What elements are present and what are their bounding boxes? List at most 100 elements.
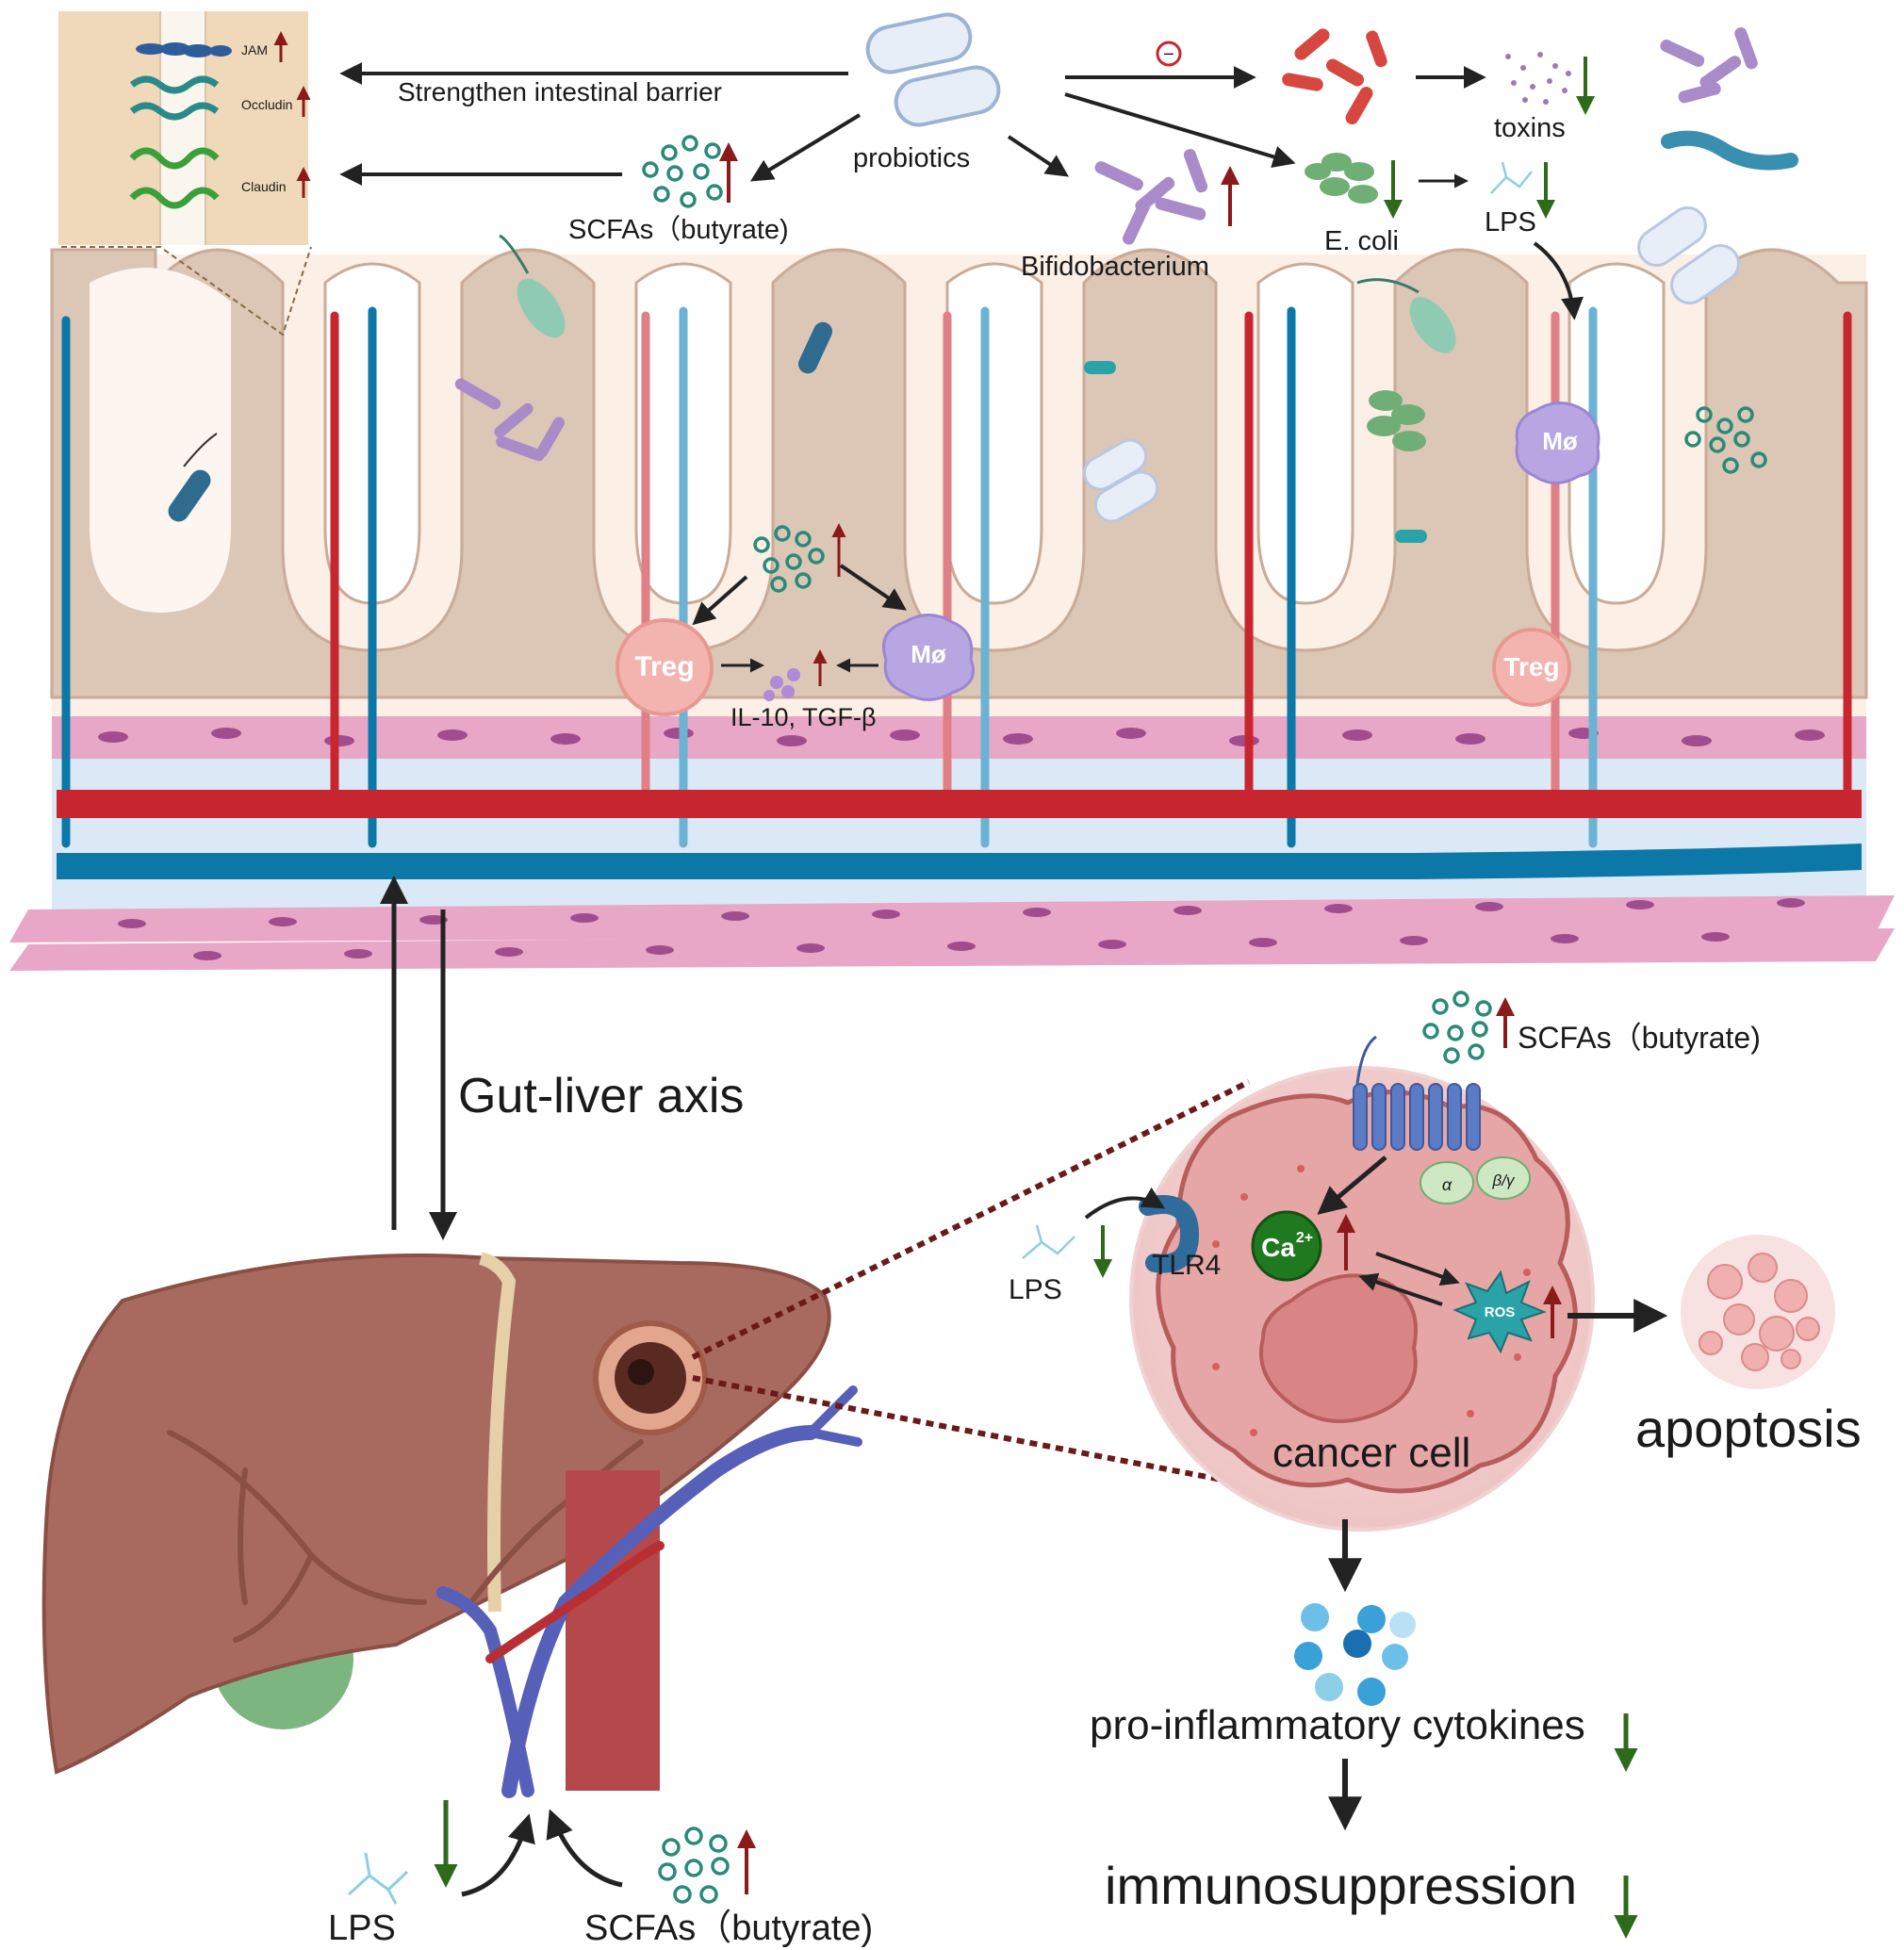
scfa-to-mo-arrow [839,564,907,611]
toxin-dots [1505,52,1571,105]
scfa-to-treg-arrow [692,575,748,626]
apoptosis-cell [1681,1235,1835,1389]
lps-cell-label: LPS [1009,1274,1062,1305]
scfa-dots-bottom [658,1827,730,1904]
lps-top-label: LPS [1485,207,1536,238]
macrophage-label-mid: Mø [911,640,946,668]
portal-vein [501,1425,818,1798]
lps-molecule-cell [1022,1224,1075,1259]
pathogen-bacteria [1282,28,1387,124]
hepatic-artery [485,1541,665,1663]
muscle-layer-upper [52,716,1866,759]
scfa-dots-lumen [1684,406,1767,474]
betagamma-label: β/γ [1492,1172,1516,1189]
ros-burst [1453,1270,1547,1354]
immunosuppression-label: immunosuppression [1105,1856,1577,1915]
scfa-dots-cell [1422,991,1492,1064]
probiotics-label: probiotics [853,143,970,173]
il10-cytokine-dots [763,668,800,701]
lps-to-mucosa-arrow [1533,241,1584,320]
zoom-line-upper [691,1079,1251,1360]
occludin-label: Occludin [241,97,292,112]
alpha-label: α [1442,1175,1453,1194]
toxins-label: toxins [1494,113,1566,143]
occludin-protein [129,75,220,94]
scfa-dots-crypt [753,525,825,593]
ros-label: ROS [1485,1304,1516,1320]
macrophage-right [1515,401,1600,484]
spirillum-decor [1661,130,1798,171]
calcium-to-ros-arrow [1375,1252,1460,1286]
probiotics-to-bifido-arrow [1007,135,1069,177]
treg-cell-right [1492,628,1571,707]
inset-zoom-lines [61,246,312,336]
strengthen-barrier-label: Strengthen intestinal barrier [398,77,722,107]
scfas-cell-label: SCFAs（butyrate) [1518,1021,1761,1055]
treg-label-right: Treg [1503,652,1559,681]
bifido-decor-right [1660,27,1758,104]
probiotics-section: probiotics Strengthen intestinal barrier… [339,12,1798,320]
calcium-superscript: 2+ [1296,1230,1313,1246]
calcium-label: Ca [1261,1233,1295,1262]
claudin-protein [129,147,220,170]
scfas-top-label: SCFAs（butyrate) [568,215,789,245]
g-protein-alpha [1420,1161,1474,1204]
bifido-label: Bifidobacterium [1021,252,1209,282]
gpcr-to-calcium-arrow [1317,1155,1387,1215]
falciform-ligament [478,1252,517,1613]
ros-to-calcium-arrow [1358,1272,1443,1306]
tlr4-receptor [1139,1195,1200,1273]
intestine-panel: Treg Treg Mø Mø IL-10, TGF-β [9,234,1895,971]
probiotics-to-scfa-arrow [749,113,862,182]
jam-protein [136,42,232,57]
scfas-bottom-label: SCFAs（butyrate) [584,1909,873,1948]
liver-body [41,1254,831,1775]
macrophage-label-right: Mø [1542,427,1578,455]
lps-molecule-bottom [347,1852,409,1905]
lps-bottom-label: LPS [328,1909,396,1948]
claudin-label: Claudin [241,179,286,194]
g-protein-betagamma [1476,1156,1531,1200]
scfa-to-portal-arrow [546,1809,623,1888]
apoptosis-label: apoptosis [1635,1399,1862,1458]
liver [41,1252,862,1798]
gut-liver-axis: Gut-liver axis [380,876,744,1240]
cytokine-cascade: pro-inflammatory cytokines immunosuppres… [1090,1519,1638,1939]
bifidobacterium-cluster [1094,149,1208,245]
cancer-cell-label: cancer cell [1272,1430,1470,1476]
jam-label: JAM [241,42,268,57]
probiotics-decor-right [1637,206,1740,304]
scfa-dots-top [642,135,723,208]
probiotics-to-ecoli-arrow [1064,92,1296,168]
treg-label-left: Treg [634,651,694,682]
villi-epithelium [50,248,1868,699]
lps-to-portal-arrow [461,1813,535,1897]
tlr4-label: TLR4 [1152,1250,1221,1281]
lps-molecule-top [1490,161,1533,194]
muscle-layer-lower [9,895,1895,971]
nucleus [1259,1273,1418,1423]
pro-inflammatory-label: pro-inflammatory cytokines [1090,1702,1585,1748]
ecoli-cluster [1305,153,1378,204]
cancer-cell-panel: α β/γ SCFAs（butyrate) TLR4 LPS Ca 2+ ROS [1009,991,1761,1532]
inferior-vena-cava [566,1470,660,1791]
gpcr-receptor [1353,1083,1481,1151]
villus-capillaries [61,306,1852,848]
macrophage-mid [882,614,975,701]
vein [57,844,1862,879]
gut-liver-axis-label: Gut-liver axis [458,1069,744,1123]
gut-lumen [90,268,231,613]
lumen-bacteria [168,234,1456,543]
tight-junction-inset: JAM Occludin Claudin [58,11,312,336]
cytokine-spheres [1294,1603,1416,1706]
lps-to-tlr4-arrow [1084,1187,1166,1220]
portal-inputs: LPS SCFAs（butyrate) [328,1800,873,1948]
probiotics-capsules [865,12,1001,127]
artery [57,790,1862,818]
inhibit-sign: − [1163,44,1174,65]
ecoli-label: E. coli [1324,226,1399,256]
il10-label: IL-10, TGF-β [730,703,877,731]
cytoplasm-dots [1212,1165,1531,1436]
